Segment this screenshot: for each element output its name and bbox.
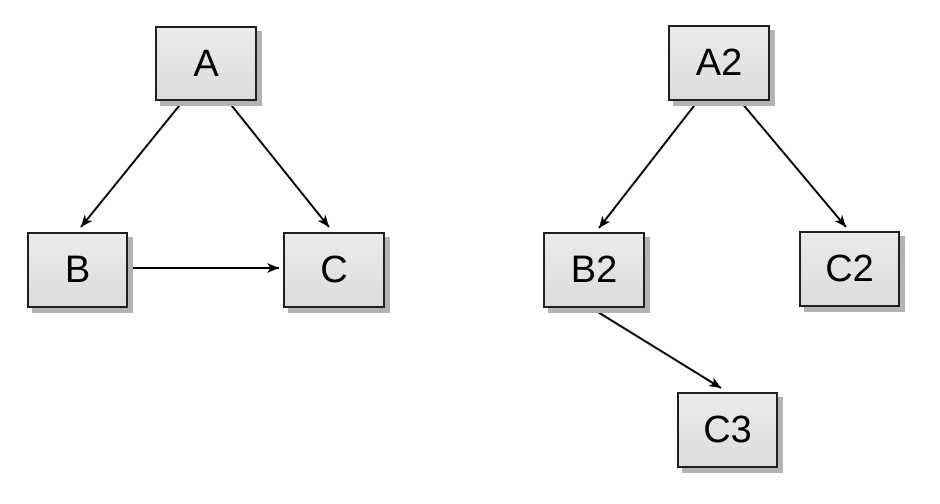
- node-B2[interactable]: B2: [543, 232, 645, 308]
- node-B[interactable]: B: [27, 232, 128, 308]
- edge-B2-to-C3: [592, 308, 722, 389]
- node-C[interactable]: C: [283, 232, 385, 308]
- node-label: C3: [703, 409, 752, 451]
- node-label: C2: [825, 248, 874, 290]
- node-A[interactable]: A: [155, 26, 257, 101]
- node-label: B: [64, 249, 91, 291]
- node-label: A: [193, 42, 219, 85]
- edge-A2-to-B2: [598, 101, 698, 229]
- edge-A-to-B: [80, 100, 184, 228]
- node-A2[interactable]: A2: [668, 25, 770, 101]
- edge-A-to-C: [227, 100, 330, 228]
- node-C2[interactable]: C2: [799, 231, 900, 307]
- node-label: B2: [570, 249, 618, 291]
- node-label: C: [320, 249, 348, 291]
- node-C3[interactable]: C3: [677, 392, 778, 468]
- edge-A2-to-C2: [740, 101, 847, 228]
- node-label: A2: [695, 42, 743, 84]
